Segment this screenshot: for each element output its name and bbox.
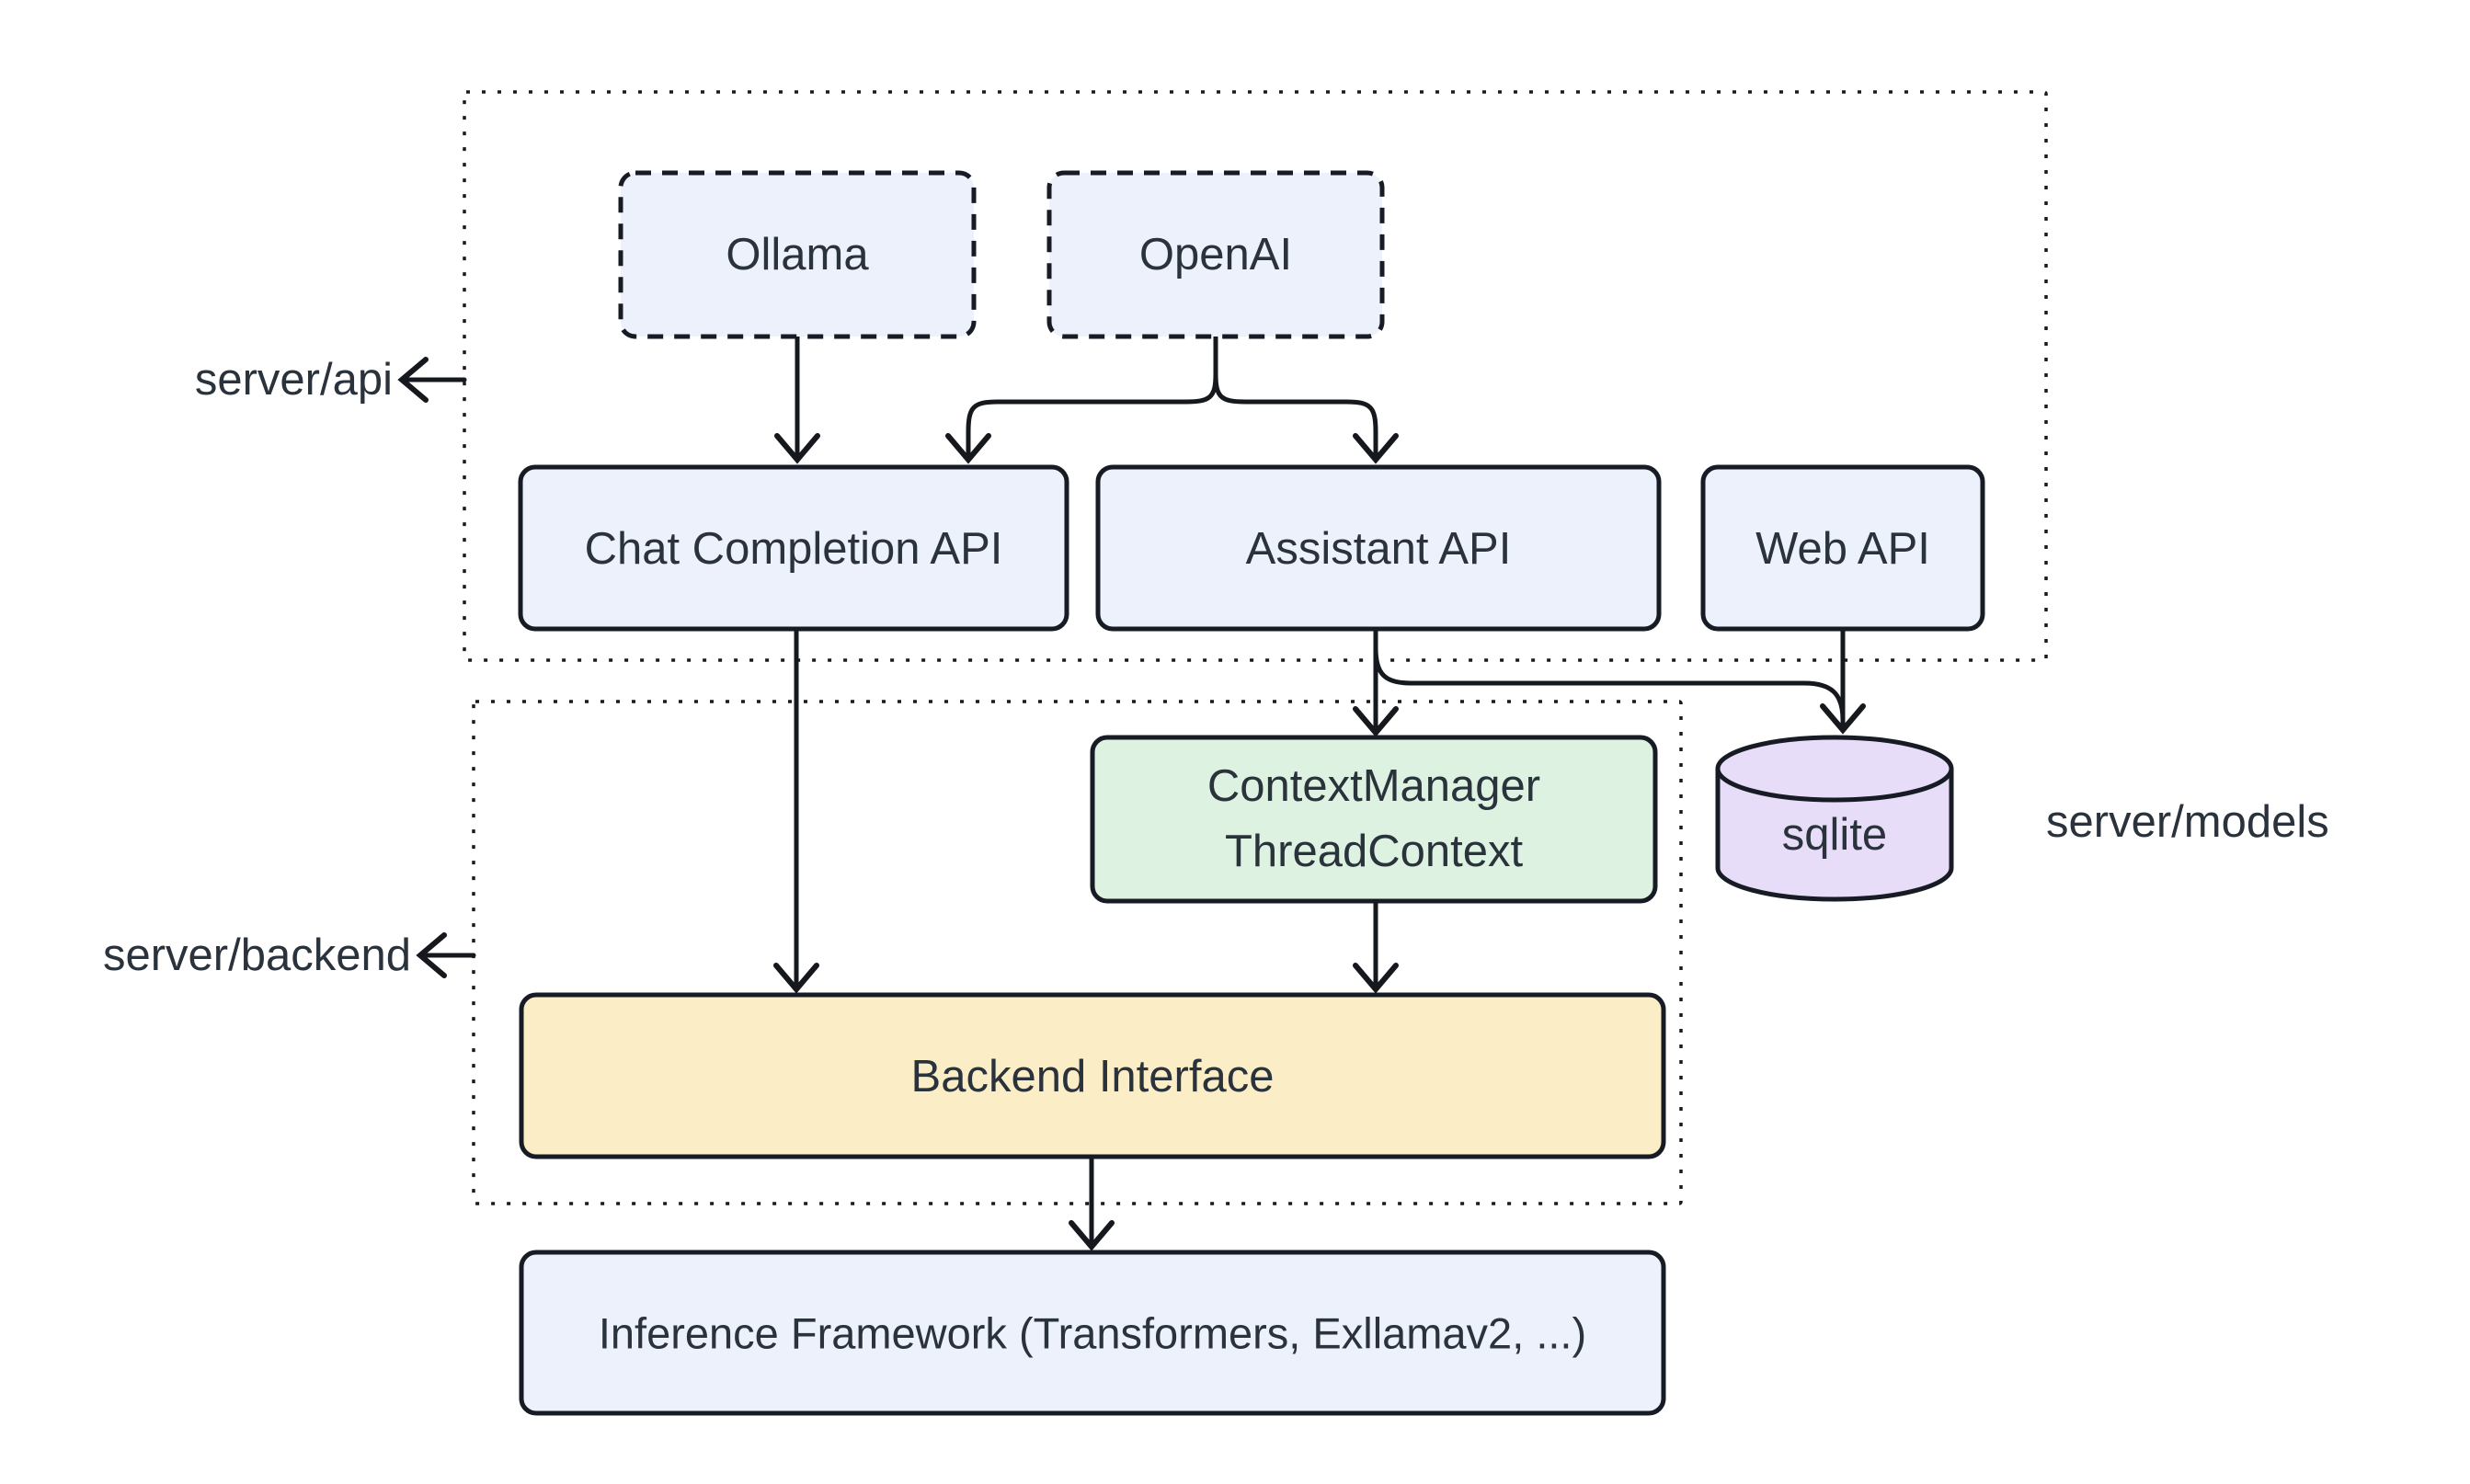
edges (397, 333, 1866, 1251)
arrowhead-left-icon (397, 357, 429, 403)
server-backend-container (472, 700, 1683, 1205)
arrowhead-down-icon (1353, 963, 1399, 994)
arrowhead-down-icon (1820, 703, 1866, 735)
node-web-api: Web API (1700, 464, 1985, 632)
server-api-pointer (397, 357, 467, 403)
arrowhead-down-icon (1353, 706, 1399, 737)
server-backend-label: server/backend (103, 930, 411, 980)
node-openai: OpenAI (1046, 170, 1385, 339)
node-context-manager-line2: ThreadContext (1225, 827, 1524, 876)
node-backend-interface-label: Backend Interface (911, 1052, 1275, 1102)
sqlite-cylinder-body (1715, 769, 1954, 902)
node-openai-label: OpenAI (1139, 230, 1292, 280)
server-api-label: server/api (195, 355, 393, 405)
node-inference-framework: Inference Framework (Transformers, Exlla… (519, 1250, 1666, 1416)
arrow-assistant-to-sqlite (1373, 645, 1846, 723)
arrowhead-down-icon (774, 433, 820, 464)
arrow-ollama-to-chat-api (774, 333, 820, 464)
node-web-api-label: Web API (1755, 524, 1930, 574)
node-ollama-label: Ollama (726, 230, 869, 280)
node-sqlite-label: sqlite (1782, 810, 1887, 860)
arrow-backend-to-inference (1069, 1154, 1115, 1251)
node-chat-completion-api-label: Chat Completion API (585, 524, 1003, 574)
node-backend-interface: Backend Interface (519, 992, 1666, 1159)
arrowhead-left-icon (416, 932, 447, 978)
arrowhead-down-icon (1069, 1220, 1115, 1251)
arrowhead-down-icon (945, 433, 991, 464)
node-sqlite: sqlite (1715, 735, 1954, 902)
node-assistant-api-label: Assistant API (1246, 524, 1512, 574)
arrow-assistant-to-context (1353, 625, 1399, 737)
node-assistant-api: Assistant API (1095, 464, 1662, 632)
server-models-label: server/models (2046, 797, 2329, 847)
arrowhead-down-icon (1353, 433, 1399, 464)
server-api-container (463, 90, 2048, 662)
node-context-manager-line1: ContextManager (1207, 761, 1540, 811)
node-chat-completion-api: Chat Completion API (518, 464, 1069, 632)
node-inference-framework-label: Inference Framework (Transformers, Exlla… (599, 1309, 1586, 1358)
server-backend-pointer (416, 932, 476, 978)
arrow-chat-api-to-backend (773, 625, 819, 994)
sqlite-cylinder-top (1715, 735, 1954, 803)
node-context-manager: ContextManager ThreadContext (1090, 735, 1658, 904)
arrow-webapi-to-sqlite (1820, 625, 1866, 735)
node-ollama: Ollama (618, 170, 977, 339)
arrow-context-to-backend (1353, 898, 1399, 994)
arrowhead-down-icon (773, 963, 819, 994)
arrow-openai-fork (945, 333, 1399, 464)
